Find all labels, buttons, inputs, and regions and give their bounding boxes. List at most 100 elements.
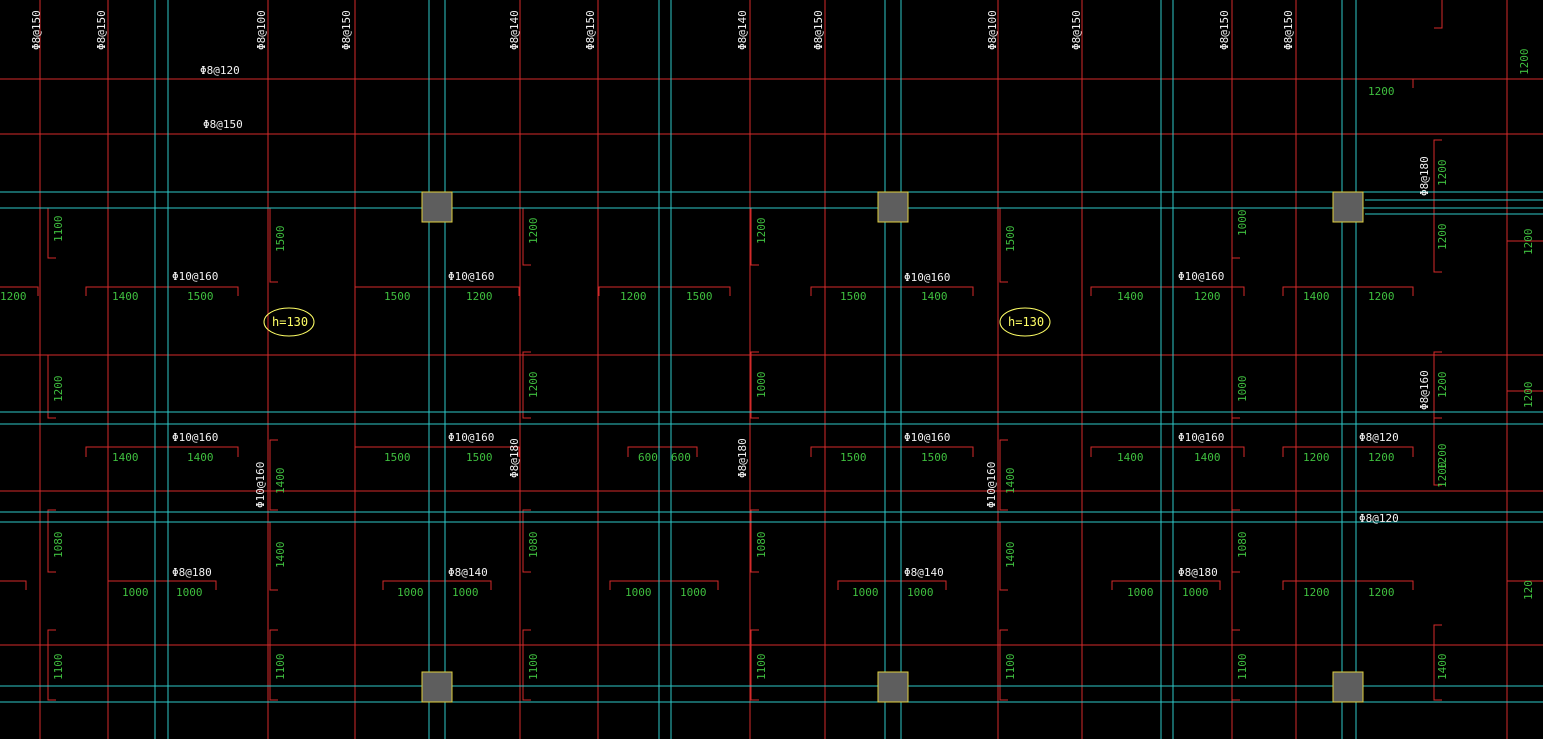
dimension-label[interactable]: 1200 (1436, 444, 1449, 471)
dimension-label[interactable]: 1500 (921, 451, 948, 464)
dimension-label[interactable]: 1400 (1117, 290, 1144, 303)
dimension-label[interactable]: 1080 (1236, 532, 1249, 559)
dimension-label[interactable]: 1000 (852, 586, 879, 599)
dimension-label[interactable]: 1200 (1522, 382, 1535, 409)
dimension-label[interactable]: 1400 (274, 542, 287, 569)
rebar-label[interactable]: Φ8@150 (1282, 10, 1295, 50)
rebar-label[interactable]: Φ10@160 (1178, 431, 1224, 444)
dimension-label[interactable]: 1000 (122, 586, 149, 599)
rebar-label[interactable]: Φ8@150 (1218, 10, 1231, 50)
dimension-label[interactable]: 1400 (1436, 654, 1449, 681)
dimension-label[interactable]: 1400 (1303, 290, 1330, 303)
dimension-label[interactable]: 1080 (52, 532, 65, 559)
dimension-label[interactable]: 1100 (755, 654, 768, 681)
rebar-label[interactable]: Φ8@150 (203, 118, 243, 131)
dimension-label[interactable]: 1500 (274, 226, 287, 253)
dimension-label[interactable]: 1000 (1182, 586, 1209, 599)
rebar-label[interactable]: Φ10@160 (254, 462, 267, 508)
dimension-label[interactable]: 1100 (1236, 654, 1249, 681)
column[interactable] (421, 671, 453, 703)
dimension-label[interactable]: 1100 (1004, 654, 1017, 681)
rebar-label[interactable]: Φ8@180 (1418, 156, 1431, 196)
rebar-label[interactable]: Φ10@160 (985, 462, 998, 508)
rebar-label[interactable]: Φ8@100 (986, 10, 999, 50)
dimension-label[interactable]: 1200 (1518, 49, 1531, 76)
dimension-label[interactable]: 1000 (1127, 586, 1154, 599)
dimension-label[interactable]: 1200 (1368, 290, 1395, 303)
dimension-label[interactable]: 1400 (112, 290, 139, 303)
dimension-label[interactable]: 1200 (1436, 462, 1449, 489)
slab-thickness-label[interactable]: h=130 (1008, 315, 1044, 329)
dimension-label[interactable]: 1100 (52, 216, 65, 243)
dimension-label[interactable]: 1200 (52, 376, 65, 403)
dimension-label[interactable]: 1500 (384, 290, 411, 303)
dimension-label[interactable]: 120 (1522, 580, 1535, 600)
dimension-label[interactable]: 1200 (620, 290, 647, 303)
dimension-label[interactable]: 1100 (52, 654, 65, 681)
rebar-label[interactable]: Φ8@150 (812, 10, 825, 50)
dimension-label[interactable]: 1000 (625, 586, 652, 599)
column[interactable] (877, 671, 909, 703)
rebar-label[interactable]: Φ8@120 (1359, 512, 1399, 525)
rebar-label[interactable]: Φ8@140 (508, 10, 521, 50)
rebar-label[interactable]: Φ10@160 (904, 271, 950, 284)
dimension-label[interactable]: 1000 (176, 586, 203, 599)
dimension-label[interactable]: 1500 (384, 451, 411, 464)
rebar-label[interactable]: Φ8@100 (255, 10, 268, 50)
dimension-label[interactable]: 1200 (1303, 451, 1330, 464)
rebar-label[interactable]: Φ8@180 (508, 438, 521, 478)
dimension-label[interactable]: 1080 (755, 532, 768, 559)
dimension-label[interactable]: 1000 (1236, 376, 1249, 403)
dimension-label[interactable]: 1080 (527, 532, 540, 559)
dimension-label[interactable]: 1200 (1368, 85, 1395, 98)
rebar-label[interactable]: Φ8@150 (95, 10, 108, 50)
dimension-label[interactable]: 600 (638, 451, 658, 464)
rebar-label[interactable]: Φ8@150 (584, 10, 597, 50)
dimension-label[interactable]: 1200 (527, 372, 540, 399)
dimension-label[interactable]: 1500 (840, 290, 867, 303)
dimension-label[interactable]: 1200 (1436, 372, 1449, 399)
dimension-label[interactable]: 1200 (527, 218, 540, 245)
rebar-label[interactable]: Φ8@180 (736, 438, 749, 478)
dimension-label[interactable]: 1200 (1368, 586, 1395, 599)
slab-thickness-label[interactable]: h=130 (272, 315, 308, 329)
rebar-label[interactable]: Φ8@140 (904, 566, 944, 579)
column[interactable] (877, 191, 909, 223)
dimension-label[interactable]: 1500 (466, 451, 493, 464)
dimension-label[interactable]: 1000 (452, 586, 479, 599)
dimension-label[interactable]: 1000 (755, 372, 768, 399)
dimension-label[interactable]: 1500 (1004, 226, 1017, 253)
rebar-label[interactable]: Φ10@160 (904, 431, 950, 444)
dimension-label[interactable]: 1200 (1303, 586, 1330, 599)
dimension-label[interactable]: 1400 (1117, 451, 1144, 464)
dimension-label[interactable]: 1500 (187, 290, 214, 303)
column[interactable] (421, 191, 453, 223)
rebar-label[interactable]: Φ8@180 (172, 566, 212, 579)
dimension-label[interactable]: 1400 (1194, 451, 1221, 464)
dimension-label[interactable]: 1100 (274, 654, 287, 681)
rebar-label[interactable]: Φ10@160 (172, 270, 218, 283)
dimension-label[interactable]: 1400 (1004, 542, 1017, 569)
dimension-label[interactable]: 1200 (466, 290, 493, 303)
dimension-label[interactable]: 1200 (1436, 160, 1449, 187)
rebar-label[interactable]: Φ8@180 (1178, 566, 1218, 579)
dimension-label[interactable]: 1400 (921, 290, 948, 303)
rebar-label[interactable]: Φ10@160 (1178, 270, 1224, 283)
dimension-label[interactable]: 1200 (1368, 451, 1395, 464)
dimension-label[interactable]: 1000 (907, 586, 934, 599)
dimension-label[interactable]: 1500 (840, 451, 867, 464)
dimension-label[interactable]: 1200 (1522, 229, 1535, 256)
dimension-label[interactable]: 1500 (686, 290, 713, 303)
rebar-label[interactable]: Φ8@140 (448, 566, 488, 579)
rebar-label[interactable]: Φ8@120 (200, 64, 240, 77)
rebar-label[interactable]: Φ8@150 (340, 10, 353, 50)
column[interactable] (1332, 191, 1364, 223)
column[interactable] (1332, 671, 1364, 703)
rebar-label[interactable]: Φ8@150 (1070, 10, 1083, 50)
dimension-label[interactable]: 1400 (187, 451, 214, 464)
rebar-label[interactable]: Φ8@140 (736, 10, 749, 50)
rebar-label[interactable]: Φ8@160 (1418, 370, 1431, 410)
dimension-label[interactable]: 1000 (397, 586, 424, 599)
rebar-label[interactable]: Φ10@160 (172, 431, 218, 444)
